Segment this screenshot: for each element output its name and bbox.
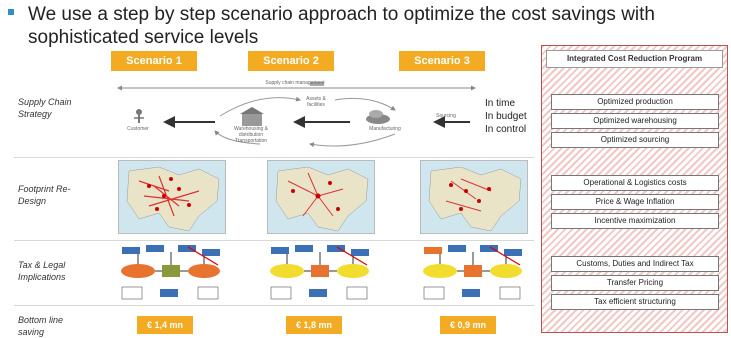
customer-label: Customer [127, 126, 149, 132]
row-divider [14, 240, 534, 241]
manufacturing-label: Manufacturing [369, 126, 401, 132]
bullet-icon [8, 9, 14, 15]
status-in-control: In control [485, 124, 527, 135]
supply-chain-diagram [117, 82, 476, 148]
status-in-budget: In budget [485, 111, 527, 122]
scenario-1-label: Scenario 1 [111, 51, 197, 71]
tax-diagram-2 [267, 243, 373, 303]
assets-label: Assets & facilities [306, 96, 326, 108]
saving-scenario-3: € 0,9 mn [440, 316, 496, 334]
program-item: Operational & Logistics costs [551, 175, 719, 191]
program-item: Price & Wage Inflation [551, 194, 719, 210]
program-item: Optimized production [551, 94, 719, 110]
sourcing-label: Sourcing [436, 113, 456, 119]
program-item: Optimized warehousing [551, 113, 719, 129]
program-item: Optimized sourcing [551, 132, 719, 148]
program-item: Transfer Pricing [551, 275, 719, 291]
row-label-footprint: Footprint Re-Design [18, 184, 71, 206]
saving-scenario-1: € 1,4 mn [137, 316, 193, 334]
warehouse-icon [240, 107, 264, 126]
row-label-bottom-line: Bottom line saving [18, 315, 64, 337]
program-item: Customs, Duties and Indirect Tax [551, 256, 719, 272]
footprint-map-2 [267, 160, 375, 234]
warehousing-label: Warehousing & distribution Transportatio… [234, 126, 268, 144]
program-item: Tax efficient structuring [551, 294, 719, 310]
scenario-2-label: Scenario 2 [248, 51, 334, 71]
status-in-time: In time [485, 98, 516, 109]
assets-icon [310, 82, 324, 86]
program-item: Incentive maximization [551, 213, 719, 229]
tax-diagram-3 [420, 243, 526, 303]
footprint-map-3 [420, 160, 528, 234]
footprint-map-1 [118, 160, 226, 234]
row-divider [14, 305, 534, 306]
customer-icon [134, 109, 144, 123]
supply-chain-management-label: Supply chain management [265, 80, 325, 86]
saving-scenario-2: € 1,8 mn [286, 316, 342, 334]
manufacturing-icon [366, 110, 390, 124]
row-label-supply-chain: Supply Chain Strategy [18, 97, 72, 119]
status-lines: In time In budget In control [485, 97, 527, 136]
tax-diagram-1 [118, 243, 224, 303]
panel-title: Integrated Cost Reduction Program [546, 50, 723, 68]
scenario-3-label: Scenario 3 [399, 51, 485, 71]
row-label-tax: Tax & Legal Implications [18, 260, 66, 282]
headline: We use a step by step scenario approach … [28, 4, 655, 48]
row-divider [14, 157, 534, 158]
